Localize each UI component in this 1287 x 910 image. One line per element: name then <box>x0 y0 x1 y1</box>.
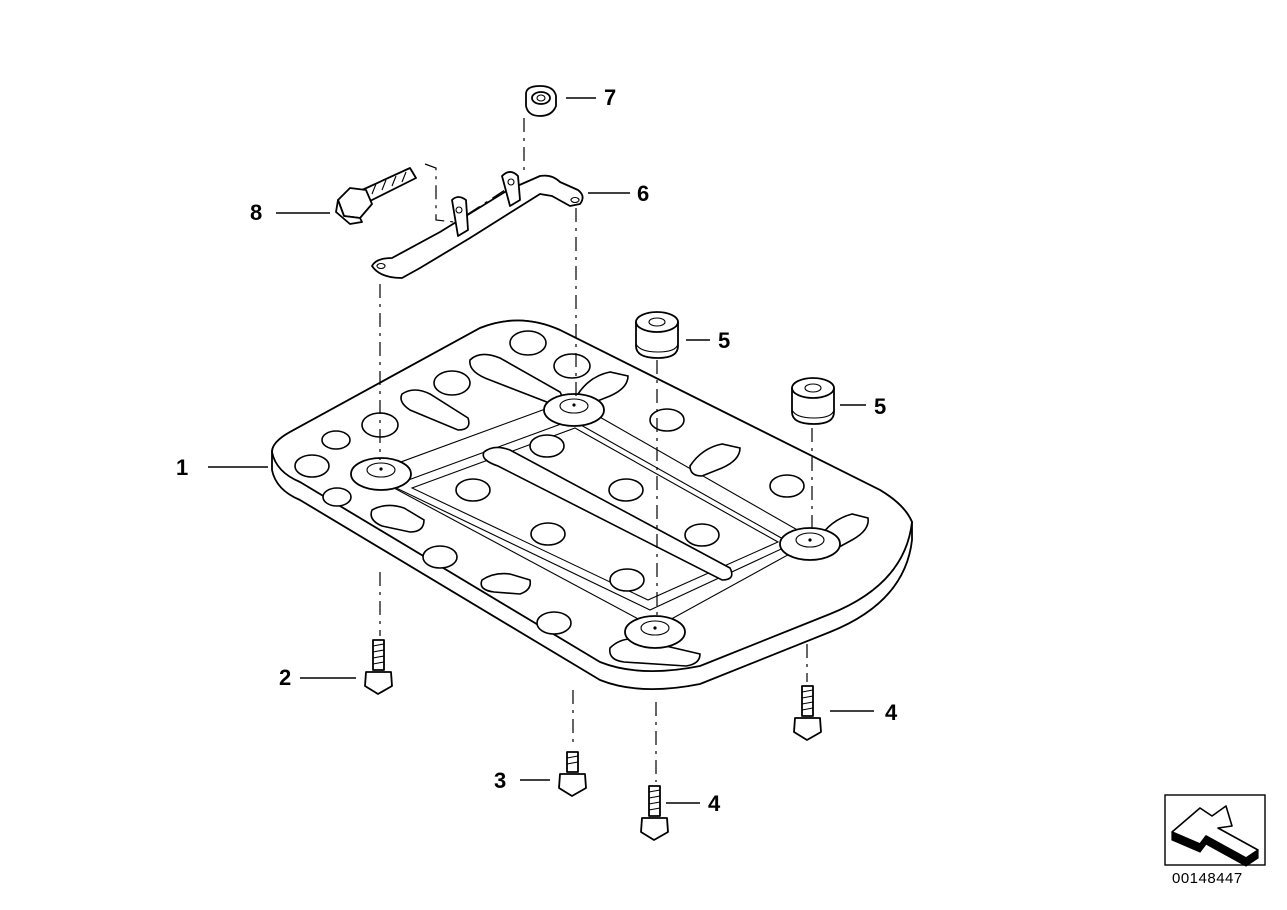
rubber-bushing <box>791 377 835 425</box>
mounting-boss <box>779 527 841 561</box>
screw <box>640 785 669 841</box>
mounting-boss <box>350 457 412 491</box>
callout-2: 2 <box>279 665 292 690</box>
callout-6: 6 <box>637 181 650 206</box>
leader-lines <box>208 97 874 804</box>
callout-5-lower: 5 <box>874 394 887 419</box>
callout-4-bottom: 4 <box>708 791 721 816</box>
screw <box>793 685 822 741</box>
screw <box>364 639 393 695</box>
assembly-lines <box>379 118 813 782</box>
bracket <box>371 171 584 279</box>
hex-bolt <box>335 167 417 225</box>
mounting-boss <box>543 393 605 427</box>
mounting-boss <box>624 615 686 649</box>
document-number: 00148447 <box>1172 870 1243 887</box>
grommet-nut <box>525 85 557 117</box>
callout-7: 7 <box>604 85 617 110</box>
direction-arrow-icon <box>1164 794 1266 867</box>
callout-1: 1 <box>176 455 189 480</box>
callout-3: 3 <box>494 768 507 793</box>
screw <box>558 751 587 797</box>
callout-5-upper: 5 <box>718 328 731 353</box>
callout-4-right: 4 <box>885 700 898 725</box>
rubber-bushing <box>635 311 679 359</box>
callout-8: 8 <box>250 200 263 225</box>
carrier-plate <box>271 319 913 691</box>
